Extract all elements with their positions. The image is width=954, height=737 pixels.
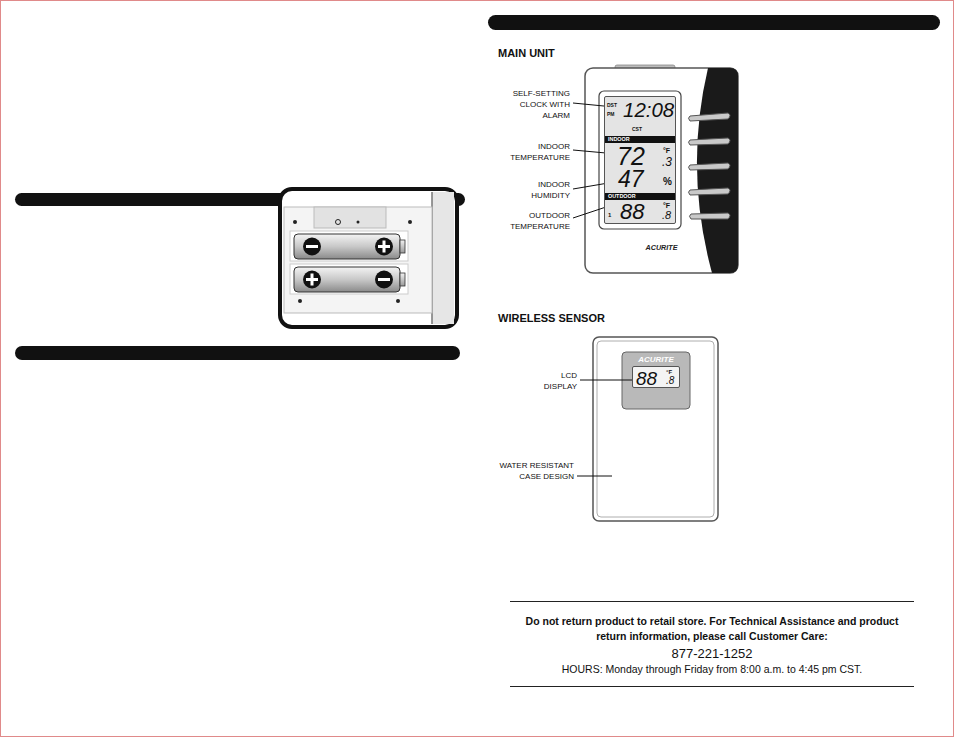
customer-care-notice: Do not return product to retail store. F… <box>510 601 914 687</box>
lcd-indicator: CST <box>632 127 642 132</box>
lcd-indicator: DST <box>607 103 617 108</box>
lcd-decimal: .8 <box>662 210 671 221</box>
battery-illustration <box>290 231 408 261</box>
section-heading: MAIN UNIT <box>498 47 555 60</box>
sensor-housing <box>593 337 718 521</box>
button <box>690 213 731 219</box>
battery-illustration <box>298 299 302 303</box>
battery-illustration <box>375 271 393 289</box>
battery-illustration <box>432 192 454 324</box>
battery-illustration <box>396 299 400 303</box>
battery-illustration <box>294 267 400 292</box>
battery-illustration <box>378 278 390 281</box>
lcd-indicator: PM <box>607 112 615 117</box>
section-heading: WIRELESS SENSOR <box>498 312 605 325</box>
main-unit-housing <box>585 65 738 273</box>
leader-line <box>577 476 612 477</box>
battery-illustration <box>383 241 386 253</box>
battery-illustration <box>306 245 318 248</box>
button <box>689 163 731 170</box>
button <box>689 138 731 145</box>
battery-illustration <box>400 240 405 253</box>
phone-number: 877-221-1252 <box>514 645 910 662</box>
leader-line <box>580 380 636 381</box>
battery-illustration <box>408 220 412 224</box>
battery-illustration <box>280 189 457 327</box>
lcd-clock: 12:08 <box>623 100 674 120</box>
battery-illustration <box>303 238 321 256</box>
battery-illustration <box>375 238 393 256</box>
callout-label: LCD DISPLAY <box>535 370 577 392</box>
battery-illustration <box>336 220 341 225</box>
callout-label: OUTDOOR TEMPERATURE <box>500 210 570 232</box>
battery-illustration <box>293 220 297 224</box>
button <box>689 188 731 195</box>
callout-label: INDOOR HUMIDITY <box>500 179 570 201</box>
lcd-indicator: 1 <box>608 212 611 218</box>
lcd-digits: 88 <box>636 369 657 388</box>
brand-logo: ACURITE <box>622 356 690 364</box>
hours-text: HOURS: Monday through Friday from 8:00 a… <box>514 662 910 676</box>
section-bar <box>488 15 940 30</box>
lcd-unit: °F <box>663 147 670 154</box>
callout-label: WATER RESISTANT CASE DESIGN <box>488 460 574 482</box>
lcd-digits: 72 <box>617 144 645 169</box>
battery-illustration <box>284 207 432 313</box>
wireless-sensor: ACURITE 88 °F.8 <box>593 337 718 521</box>
lcd-unit: °F <box>666 369 672 375</box>
sensor-lcd: 88 °F.8 <box>632 366 680 388</box>
battery-illustration <box>311 274 314 286</box>
section-bar <box>15 346 460 360</box>
battery-illustration <box>280 189 457 327</box>
lcd-digits: 47 <box>618 168 644 191</box>
main-unit-housing <box>697 68 738 273</box>
lcd-digits: 88 <box>620 201 644 223</box>
notice-text: Do not return product to retail store. F… <box>514 614 910 644</box>
lcd-display: DST PM 12:08CST INDOOR72 °F .3 47% OUTDOOR 1 88 °F… <box>604 96 676 224</box>
battery-illustration <box>290 264 408 294</box>
callout-label: INDOOR TEMPERATURE <box>500 141 570 163</box>
lcd-decimal: .8 <box>666 376 674 386</box>
button <box>689 113 731 121</box>
button <box>689 113 731 219</box>
lcd-band: OUTDOOR <box>605 193 676 200</box>
lcd-decimal: .3 <box>662 156 672 168</box>
battery-illustration <box>303 271 321 289</box>
brand-logo: ACURITE <box>585 244 738 251</box>
section-bar <box>15 15 940 360</box>
battery-illustration <box>314 207 386 228</box>
lcd-band: INDOOR <box>605 136 676 143</box>
main-unit-housing <box>585 68 738 273</box>
lcd-unit: % <box>663 177 672 187</box>
callout-label: SELF-SETTING CLOCK WITH ALARM <box>500 88 570 121</box>
main-unit: ACURITE DST PM 12:08CST INDOOR72 °F .3 47% OUTDO… <box>585 68 738 273</box>
battery-illustration <box>400 273 405 286</box>
sensor-housing <box>597 341 714 517</box>
sensor-housing <box>593 337 718 521</box>
main-unit-housing <box>599 91 681 229</box>
battery-illustration <box>357 221 360 224</box>
lcd-unit: °F <box>663 202 670 209</box>
sensor-housing <box>622 352 690 409</box>
battery-illustration <box>294 234 400 259</box>
